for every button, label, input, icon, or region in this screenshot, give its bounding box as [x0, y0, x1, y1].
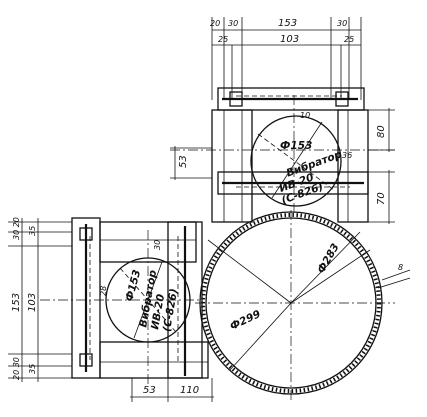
- dim-top-30: 30: [228, 19, 238, 28]
- dim-left-35-bottom: 35: [28, 364, 37, 374]
- dim-top-25: 25: [218, 35, 228, 44]
- top-dimension-chain: [211, 17, 362, 100]
- pipe-inner-diameter: Ф283: [315, 241, 342, 275]
- right-dimensions: [368, 108, 395, 224]
- dim-mid-53: 53: [178, 155, 189, 168]
- left-vibrator-label-3: (С-826): [161, 288, 180, 333]
- dim-10: 10: [300, 111, 310, 120]
- top-clamp-assembly: [170, 87, 395, 223]
- dim-top-30-right: 30: [337, 19, 347, 28]
- mid-53-dimension: [170, 146, 212, 180]
- dim-30: 30: [153, 240, 162, 250]
- dim-left-103: 103: [27, 293, 38, 312]
- dim-28: 28: [99, 286, 108, 296]
- left-vibrator-diameter: Ф153: [123, 268, 143, 302]
- dim-right-80: 80: [376, 125, 387, 138]
- dim-bottom-53: 53: [143, 385, 156, 396]
- dim-top-103: 103: [280, 34, 299, 45]
- bottom-dimension-chain: [130, 378, 214, 402]
- left-dimension-chain: [8, 218, 72, 382]
- left-vibrator: [105, 257, 191, 343]
- dim-right-70: 70: [376, 192, 387, 205]
- dim-top-25-right: 25: [344, 35, 354, 44]
- top-vibrator: [250, 115, 342, 207]
- dim-top-20: 20: [210, 19, 220, 28]
- dim-top-153: 153: [278, 18, 297, 29]
- top-vibrator-diameter: Ф153: [280, 140, 312, 152]
- dim-left-153: 153: [11, 293, 22, 312]
- dim-36: 36: [342, 151, 352, 160]
- dim-left-35: 35: [28, 226, 37, 236]
- dim-bottom-110: 110: [180, 385, 199, 396]
- dim-left-20-30: 20 30: [12, 357, 21, 380]
- dim-left-30-20: 30 20: [12, 217, 21, 240]
- left-clamp-assembly: [40, 217, 209, 385]
- pipe-outer-diameter: Ф299: [228, 308, 262, 333]
- large-pipe: [195, 210, 411, 400]
- dim-8: 8: [398, 263, 403, 272]
